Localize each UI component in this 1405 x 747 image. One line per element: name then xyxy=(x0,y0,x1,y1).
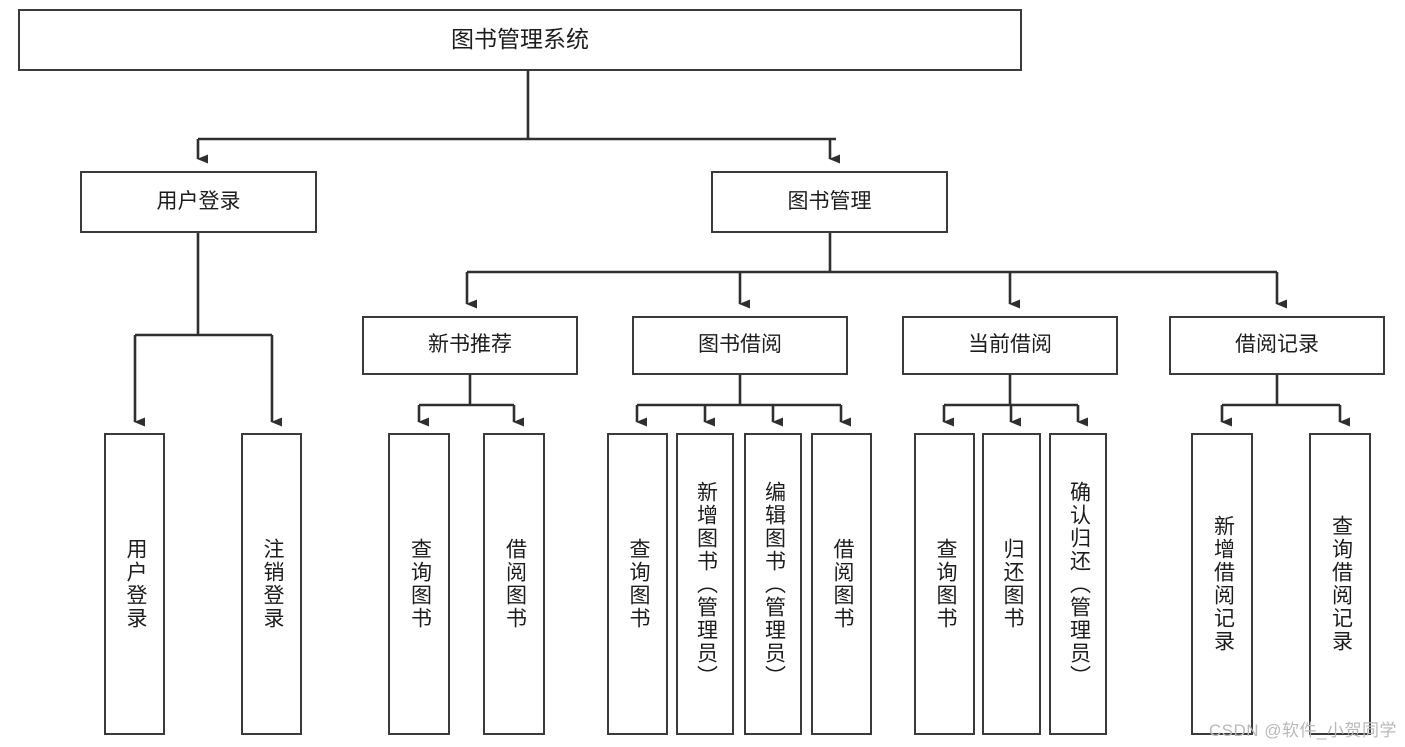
leaf-borrow-record-query[interactable]: 查询借阅记录 xyxy=(1309,433,1371,735)
node-label: 新增图书（管理员） xyxy=(694,480,718,688)
node-label: 查询图书 xyxy=(408,538,432,630)
node-label: 借阅记录 xyxy=(1235,333,1319,357)
node-book-management[interactable]: 图书管理 xyxy=(711,171,948,233)
node-current-borrow[interactable]: 当前借阅 xyxy=(902,316,1118,375)
node-label: 查询图书 xyxy=(933,538,957,630)
node-label: 编辑图书（管理员） xyxy=(762,480,786,688)
node-label: 新书推荐 xyxy=(428,333,512,357)
leaf-current-borrow-return[interactable]: 归还图书 xyxy=(982,433,1041,735)
node-label: 用户登录 xyxy=(123,538,147,630)
node-new-book-recommend[interactable]: 新书推荐 xyxy=(362,316,578,375)
csdn-watermark: CSDN @软件_小贺同学 xyxy=(1208,721,1397,740)
node-label: 借阅图书 xyxy=(830,538,854,630)
node-label: 图书管理 xyxy=(787,189,872,213)
leaf-borrow-record-add[interactable]: 新增借阅记录 xyxy=(1191,433,1253,735)
node-label: 查询图书 xyxy=(626,538,650,630)
leaf-current-borrow-query[interactable]: 查询图书 xyxy=(914,433,975,735)
leaf-book-borrow-query[interactable]: 查询图书 xyxy=(607,433,668,735)
leaf-book-borrow-edit[interactable]: 编辑图书（管理员） xyxy=(744,433,802,735)
node-label: 查询借阅记录 xyxy=(1329,515,1353,653)
node-label: 借阅图书 xyxy=(503,538,527,630)
node-borrow-record[interactable]: 借阅记录 xyxy=(1169,316,1385,375)
node-label: 用户登录 xyxy=(156,189,241,213)
node-book-borrow[interactable]: 图书借阅 xyxy=(632,316,848,375)
node-label: 图书借阅 xyxy=(698,333,782,357)
leaf-user-login-signout[interactable]: 注销登录 xyxy=(241,433,302,735)
node-root-book-management-system[interactable]: 图书管理系统 xyxy=(18,9,1022,71)
leaf-user-login-signin[interactable]: 用户登录 xyxy=(104,433,165,735)
node-label: 新增借阅记录 xyxy=(1211,515,1235,653)
leaf-current-borrow-confirm-return[interactable]: 确认归还（管理员） xyxy=(1049,433,1107,735)
leaf-book-borrow-borrow[interactable]: 借阅图书 xyxy=(811,433,872,735)
node-label: 注销登录 xyxy=(260,538,284,630)
node-label: 确认归还（管理员） xyxy=(1067,480,1091,688)
node-label: 图书管理系统 xyxy=(451,26,589,53)
leaf-new-book-query[interactable]: 查询图书 xyxy=(388,433,450,735)
node-user-login[interactable]: 用户登录 xyxy=(80,171,317,233)
leaf-book-borrow-add[interactable]: 新增图书（管理员） xyxy=(676,433,734,735)
node-label: 当前借阅 xyxy=(968,333,1052,357)
leaf-new-book-borrow[interactable]: 借阅图书 xyxy=(483,433,545,735)
node-label: 归还图书 xyxy=(1000,538,1024,630)
